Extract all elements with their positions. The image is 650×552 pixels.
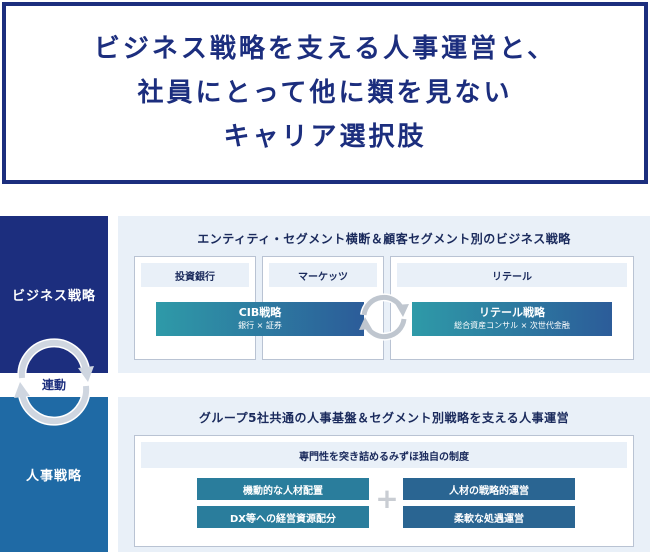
hr-item-strategic-talent: 人材の戦略的運営 — [403, 478, 575, 500]
segment-header-retail: リテール — [397, 263, 627, 287]
hr-system-box: 専門性を突き詰めるみずほ独自の制度 機動的な人材配置 DX等への経営資源配分 +… — [134, 435, 634, 547]
headline-box: ビジネス戦略を支える人事運営と、 社員にとって他に類を見ない キャリア選択肢 — [2, 2, 648, 184]
cib-strategy-sub: 銀行 × 証券 — [238, 321, 282, 330]
hr-strategy-label: 人事戦略 — [25, 469, 82, 484]
hr-system-header: 専門性を突き詰めるみずほ独自の制度 — [141, 442, 627, 468]
hr-item-dx-allocation: DX等への経営資源配分 — [197, 506, 369, 528]
business-panel-title: エンティティ・セグメント横断＆顧客セグメント別のビジネス戦略 — [197, 232, 571, 246]
cib-strategy-bar: CIB戦略 銀行 × 証券 — [156, 302, 364, 336]
hr-item-flexible-compensation: 柔軟な処遇運営 — [403, 506, 575, 528]
link-cycle-icon — [14, 338, 94, 426]
segment-header-markets: マーケッツ — [269, 263, 377, 287]
business-strategy-panel: エンティティ・セグメント横断＆顧客セグメント別のビジネス戦略 投資銀行 マーケッ… — [118, 216, 650, 373]
sync-cycle-icon — [359, 293, 409, 341]
retail-strategy-bar: リテール戦略 総合資産コンサル × 次世代金融 — [412, 302, 612, 336]
segment-box-retail: リテール — [390, 256, 634, 360]
hr-panel-title: グループ5社共通の人事基盤＆セグメント別戦略を支える人事運営 — [198, 411, 570, 425]
hr-item-flexible-placement: 機動的な人材配置 — [197, 478, 369, 500]
link-label: 連動 — [41, 378, 66, 392]
headline-line-1: ビジネス戦略を支える人事運営と、 — [93, 34, 557, 64]
cib-strategy-name: CIB戦略 — [238, 306, 282, 319]
hr-strategy-panel: グループ5社共通の人事基盤＆セグメント別戦略を支える人事運営 専門性を突き詰める… — [118, 397, 650, 552]
headline-line-3: キャリア選択肢 — [223, 122, 427, 152]
retail-strategy-sub: 総合資産コンサル × 次世代金融 — [454, 321, 570, 330]
business-strategy-label: ビジネス戦略 — [11, 289, 96, 304]
segment-header-investment-banking: 投資銀行 — [141, 263, 249, 287]
plus-icon: + — [375, 482, 399, 515]
retail-strategy-name: リテール戦略 — [479, 306, 545, 319]
headline-line-2: 社員にとって他に類を見ない — [137, 78, 513, 108]
